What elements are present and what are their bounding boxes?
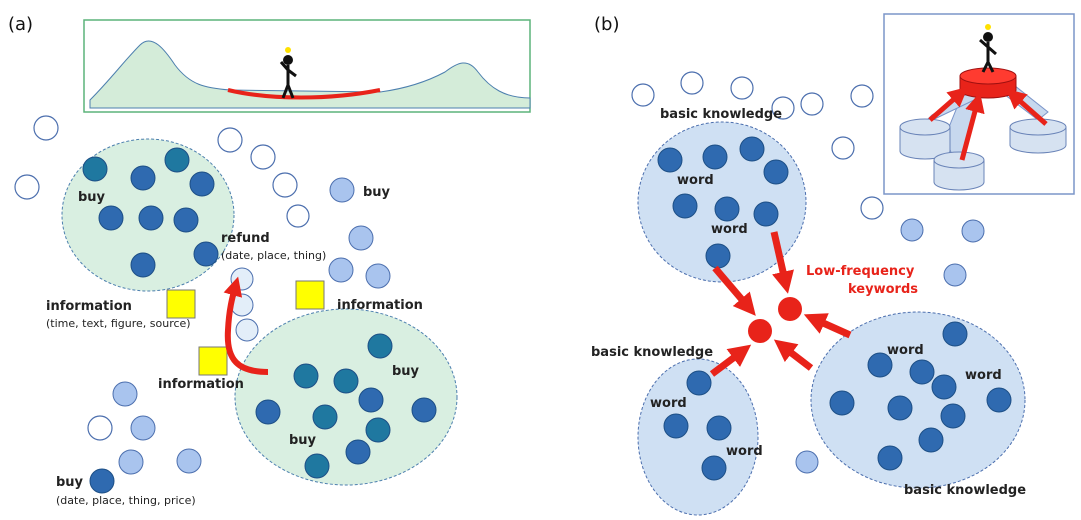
label-information-right: information — [337, 298, 423, 313]
label-buy-top: buy — [78, 190, 106, 205]
label-refund: refund — [221, 231, 270, 246]
label-word-left-2: word — [726, 444, 763, 459]
panel-a-tag: (a) — [8, 14, 33, 35]
panel-b-tag: (b) — [594, 14, 619, 35]
low-frequency-keyword-dots — [748, 297, 802, 343]
dark-circles-cluster-top — [82, 147, 219, 278]
panel-a-inset-landscape — [83, 19, 531, 113]
light-circles-b — [795, 218, 985, 474]
label-low-frequency: Low-frequency — [806, 264, 915, 279]
light-circles-a — [112, 177, 391, 475]
empty-circles-b — [631, 71, 884, 220]
label-word-right-2: word — [965, 368, 1002, 383]
label-keywords: keywords — [848, 282, 918, 297]
label-buy-bottom: buy — [56, 475, 84, 490]
label-word-top-1: word — [677, 173, 714, 188]
label-basic-knowledge-bottom: basic knowledge — [904, 483, 1026, 498]
information-squares — [166, 280, 325, 376]
cluster-b-left — [637, 358, 759, 516]
label-word-top-2: word — [711, 222, 748, 237]
label-basic-knowledge-top: basic knowledge — [660, 107, 782, 122]
label-information-left-detail: (time, text, figure, source) — [46, 317, 191, 330]
cluster-bottom-right — [234, 308, 458, 486]
cluster-b-right — [810, 311, 1026, 489]
panel-b-inset-network — [883, 13, 1075, 195]
keyword-arrows-b — [709, 231, 852, 377]
dark-circles-b-top — [657, 136, 789, 269]
empty-circles-a — [14, 115, 310, 441]
pale-circles-a — [230, 267, 259, 342]
label-information-bottom: information — [158, 377, 244, 392]
move-arrow-a — [223, 276, 269, 375]
label-word-left-1: word — [650, 396, 687, 411]
label-buy-right: buy — [363, 185, 391, 200]
label-word-right-1: word — [887, 343, 924, 358]
label-basic-knowledge-left: basic knowledge — [591, 345, 713, 360]
dark-circles-b-right — [829, 321, 1012, 471]
dark-circles-b-left — [663, 370, 732, 481]
label-buy-cluster-b: buy — [289, 433, 317, 448]
thinker-figure-a — [279, 47, 297, 99]
label-buy-cluster-a: buy — [392, 364, 420, 379]
label-information-left: information — [46, 299, 132, 314]
label-buy-bottom-detail: (date, place, thing, price) — [56, 494, 196, 507]
label-refund-detail: (date, place, thing) — [221, 249, 326, 262]
dark-circles-cluster-bottom — [89, 333, 437, 494]
